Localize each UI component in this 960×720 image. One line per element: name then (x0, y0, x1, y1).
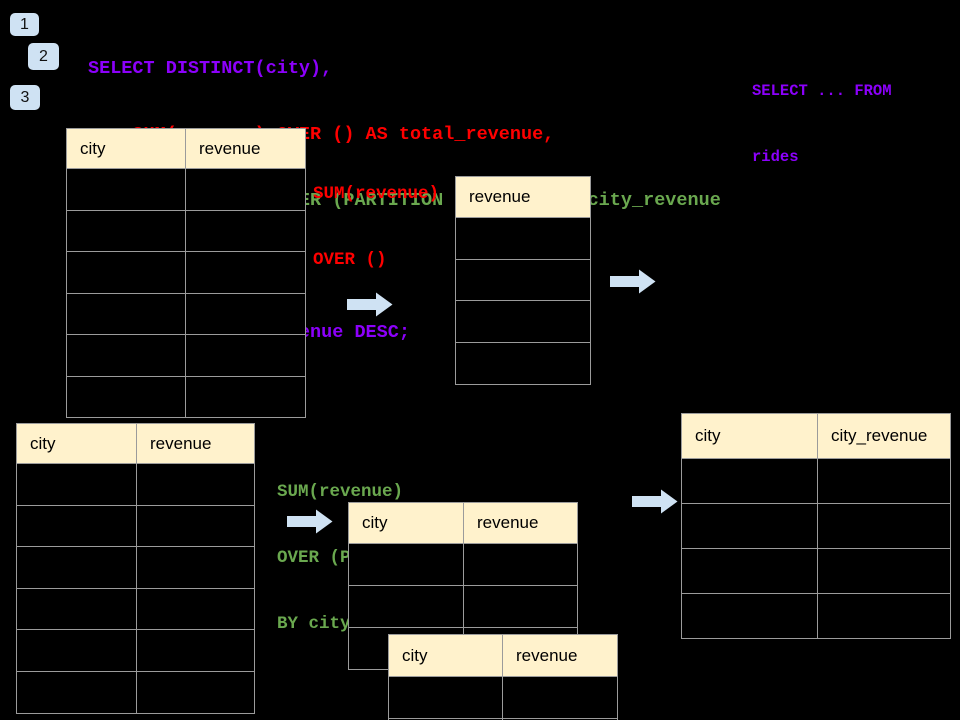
table-cell (818, 459, 951, 504)
table-cell (349, 586, 464, 628)
table-cell (349, 544, 464, 586)
table-cell (67, 335, 186, 377)
table-cell (17, 547, 137, 589)
table-cell (682, 459, 818, 504)
table-cell (818, 549, 951, 594)
table-cell (17, 464, 137, 506)
right-arrow-icon (347, 292, 393, 317)
table-total-revenue: revenue (455, 176, 591, 385)
table-cell (818, 504, 951, 549)
table-cell (137, 671, 255, 714)
table-rides-bottom: city revenue (16, 423, 255, 714)
right-arrow-icon (287, 509, 333, 534)
column-header-city-revenue: city_revenue (818, 414, 951, 459)
column-header-revenue: revenue (503, 635, 618, 677)
table-cell (456, 259, 591, 302)
annotation-sum-over-total: SUM(revenue) OVER () (313, 139, 439, 315)
table-cell (464, 586, 578, 628)
table-cell (456, 343, 591, 385)
table-cell (186, 335, 306, 377)
table-cell (137, 505, 255, 548)
sql-code-line-1: SELECT DISTINCT(city), (88, 58, 333, 79)
column-header-city: city (67, 129, 186, 169)
table-cell (17, 630, 137, 672)
table-cell (186, 376, 306, 418)
column-header-revenue: revenue (186, 129, 306, 169)
column-header-city: city (389, 635, 503, 677)
table-cell (818, 594, 951, 639)
code-line: SUM(revenue) (313, 184, 440, 204)
table-cell (137, 630, 255, 672)
column-header-revenue: revenue (137, 424, 255, 464)
table-cell (137, 588, 255, 631)
table-cell (456, 301, 591, 344)
table-rides-top: city revenue (66, 128, 306, 418)
right-arrow-icon (632, 489, 678, 514)
right-arrow-icon (610, 269, 656, 294)
table-cell (67, 376, 186, 418)
table-cell (682, 549, 818, 594)
code-line: rides (752, 148, 799, 166)
code-line: SUM(revenue) (277, 482, 404, 502)
table-cell (464, 544, 578, 586)
table-cell (137, 464, 255, 506)
table-cell (186, 293, 306, 335)
table-cell (682, 504, 818, 549)
table-cell (186, 252, 306, 294)
table-cell (186, 210, 306, 252)
table-cell (67, 169, 186, 211)
table-city-revenue-result: city city_revenue (681, 413, 951, 639)
table-cell (17, 588, 137, 631)
column-header-revenue: revenue (464, 503, 578, 544)
table-cell (67, 293, 186, 335)
column-header-city: city (682, 414, 818, 459)
table-cell (456, 218, 591, 260)
column-header-revenue: revenue (456, 177, 591, 218)
step-badge-2: 2 (28, 43, 59, 70)
table-cell (17, 671, 137, 714)
table-partition-front: city revenue (388, 634, 618, 720)
table-cell (67, 252, 186, 294)
table-cell (682, 594, 818, 639)
table-cell (503, 677, 618, 719)
table-cell (186, 169, 306, 211)
code-line: OVER () (313, 250, 387, 270)
table-cell (17, 505, 137, 548)
table-cell (389, 677, 503, 719)
code-line: BY city) (277, 614, 362, 634)
step-badge-1: 1 (10, 13, 39, 36)
table-cell (67, 210, 186, 252)
column-header-city: city (17, 424, 137, 464)
column-header-city: city (349, 503, 464, 544)
table-cell (137, 547, 255, 589)
code-line: SELECT ... FROM (752, 82, 892, 100)
query-shorthand-code: SELECT ... FROM rides (752, 36, 892, 212)
step-badge-3: 3 (10, 85, 40, 110)
